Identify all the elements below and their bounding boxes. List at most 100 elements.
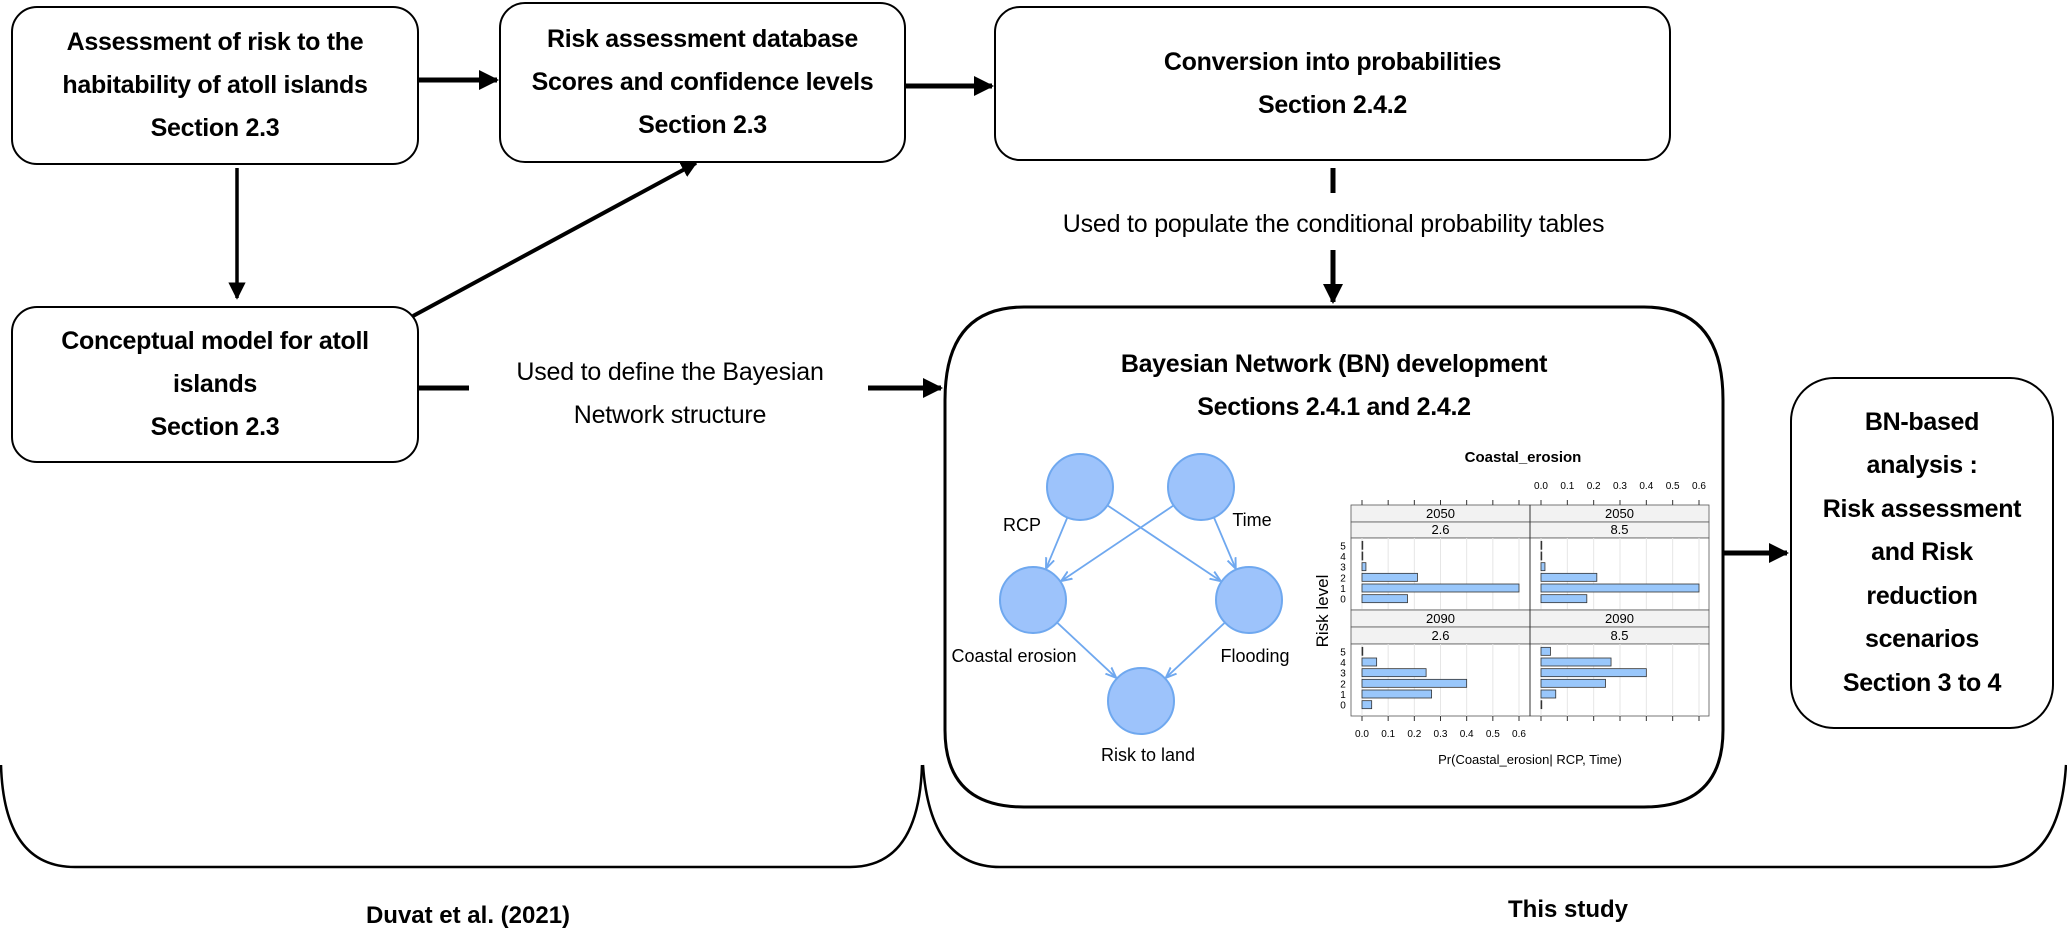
- box-line: BN-based: [1864, 407, 1980, 436]
- bar-level-1: [1540, 583, 1700, 593]
- strip-label-time: 2050: [1605, 506, 1634, 521]
- box-risk-database: Risk assessment database Scores and conf…: [499, 2, 906, 163]
- box-line: Scores and confidence levels: [531, 68, 874, 96]
- bar-level-1: [1361, 689, 1433, 699]
- strip-label-rcp: 2.6: [1431, 628, 1449, 643]
- bar-level-2: [1540, 572, 1598, 582]
- box-risk-assessment: Assessment of risk to the habitability o…: [11, 6, 419, 165]
- box-line: habitability of atoll islands: [62, 71, 368, 99]
- bar-level-3: [1540, 562, 1546, 572]
- x-tick-label-top: 0.4: [1639, 481, 1653, 492]
- bar-level-5: [1361, 540, 1364, 550]
- bn-title-line: Bayesian Network (BN) development: [1120, 350, 1548, 378]
- y-tick-label: 3: [1340, 563, 1346, 574]
- box-line: analysis :: [1866, 451, 1978, 480]
- bar-level-0: [1361, 594, 1408, 604]
- x-tick-label-bottom: 0.6: [1512, 729, 1526, 740]
- bar-level-3: [1540, 668, 1647, 678]
- chart-panel-2090-8.5: 2090 8.5: [1529, 609, 1710, 717]
- bar-level-5: [1540, 646, 1551, 656]
- bar-level-0: [1540, 594, 1588, 604]
- bn-node-time: [1167, 453, 1235, 521]
- bn-edge-rcp-to-coastal-erosion: [1046, 517, 1069, 567]
- bar-level-0: [1540, 700, 1543, 710]
- bn-node-rcp: [1046, 453, 1114, 521]
- chart-xlabel: Pr(Coastal_erosion| RCP, Time): [1438, 752, 1622, 767]
- box-line: scenarios: [1864, 625, 1980, 654]
- y-tick-label: 2: [1340, 679, 1346, 690]
- y-tick-label: 2: [1340, 573, 1346, 584]
- bn-title-line: Sections 2.4.1 and 2.4.2: [1197, 393, 1471, 421]
- bar-level-5: [1361, 646, 1364, 656]
- edge-label-line: Used to define the Bayesian: [516, 358, 824, 386]
- box-line: Conceptual model for atoll: [61, 327, 369, 355]
- bn-edge-time-to-flooding: [1213, 517, 1235, 567]
- box-line: Section 3 to 4: [1842, 668, 2002, 697]
- brace-left: [0, 764, 924, 869]
- box-line: Assessment of risk to the: [66, 28, 364, 56]
- y-tick-label: 4: [1340, 658, 1346, 669]
- box-line: Section 2.3: [150, 114, 280, 142]
- strip-label-rcp: 2.6: [1431, 522, 1449, 537]
- strip-label-time: 2090: [1426, 611, 1455, 626]
- x-tick-label-top: 0.6: [1692, 481, 1706, 492]
- strip-label-rcp: 8.5: [1610, 522, 1628, 537]
- box-line: Section 2.3: [638, 111, 767, 139]
- bn-edge-time-to-coastal-erosion: [1062, 504, 1175, 580]
- x-tick-label-bottom: 0.5: [1486, 729, 1500, 740]
- y-tick-label: 3: [1340, 669, 1346, 680]
- bn-edge-coastal-erosion-to-risk-to-land: [1056, 621, 1115, 678]
- bn-node-label-time: Time: [1232, 510, 1271, 530]
- bn-node-coastal-erosion: [999, 566, 1067, 634]
- box-line: Section 2.4.2: [1258, 91, 1407, 119]
- bar-level-4: [1361, 551, 1364, 561]
- bar-level-4: [1540, 657, 1612, 667]
- y-tick-label: 5: [1340, 647, 1346, 658]
- edge-label-populate-cpt: Used to populate the conditional probabi…: [1062, 210, 1605, 238]
- chart-title: Coastal_erosion: [1465, 449, 1582, 466]
- y-tick-label: 0: [1340, 701, 1346, 712]
- box-bn-analysis: BN-based analysis : Risk assessment and …: [1790, 377, 2054, 729]
- arrow-conceptual-to-database: [412, 161, 698, 318]
- brace-label-duvat: Duvat et al. (2021): [365, 902, 571, 929]
- brace-right: [921, 764, 2067, 869]
- box-conceptual-model: Conceptual model for atoll islands Secti…: [11, 306, 419, 463]
- bn-edge-rcp-to-flooding: [1106, 504, 1219, 580]
- x-tick-label-bottom: 0.3: [1434, 729, 1448, 740]
- box-conversion-probabilities: Conversion into probabilities Section 2.…: [994, 6, 1671, 161]
- bar-level-2: [1540, 678, 1606, 688]
- bar-level-4: [1361, 657, 1378, 667]
- bar-level-2: [1361, 678, 1468, 688]
- bn-node-label-rcp: RCP: [1003, 515, 1041, 535]
- bar-level-1: [1540, 689, 1557, 699]
- box-line: Risk assessment database: [546, 25, 859, 53]
- x-tick-label-top: 0.5: [1666, 481, 1680, 492]
- bar-level-3: [1361, 668, 1427, 678]
- edge-label-line: Network structure: [573, 401, 767, 429]
- x-tick-label-bottom: 0.1: [1381, 729, 1395, 740]
- x-tick-label-bottom: 0.2: [1407, 729, 1421, 740]
- bar-level-5: [1540, 540, 1543, 550]
- bar-level-3: [1361, 562, 1367, 572]
- edge-label-define-structure: Used to define the Bayesian Network stru…: [480, 351, 860, 437]
- bar-level-2: [1361, 572, 1418, 582]
- bar-level-1: [1361, 583, 1520, 593]
- bn-node-label-coastal-erosion: Coastal erosion: [951, 646, 1076, 666]
- y-tick-label: 5: [1340, 541, 1346, 552]
- box-line: islands: [172, 370, 258, 398]
- bn-node-risk-to-land: [1107, 667, 1175, 735]
- y-tick-label: 0: [1340, 595, 1346, 606]
- bn-development-title: Bayesian Network (BN) development Sectio…: [945, 343, 1723, 429]
- strip-label-time: 2090: [1605, 611, 1634, 626]
- strip-label-rcp: 8.5: [1610, 628, 1628, 643]
- x-tick-label-top: 0.2: [1587, 481, 1601, 492]
- bar-level-4: [1540, 551, 1543, 561]
- x-tick-label-bottom: 0.4: [1460, 729, 1474, 740]
- box-line: and Risk: [1871, 538, 1973, 567]
- box-line: Conversion into probabilities: [1163, 48, 1502, 76]
